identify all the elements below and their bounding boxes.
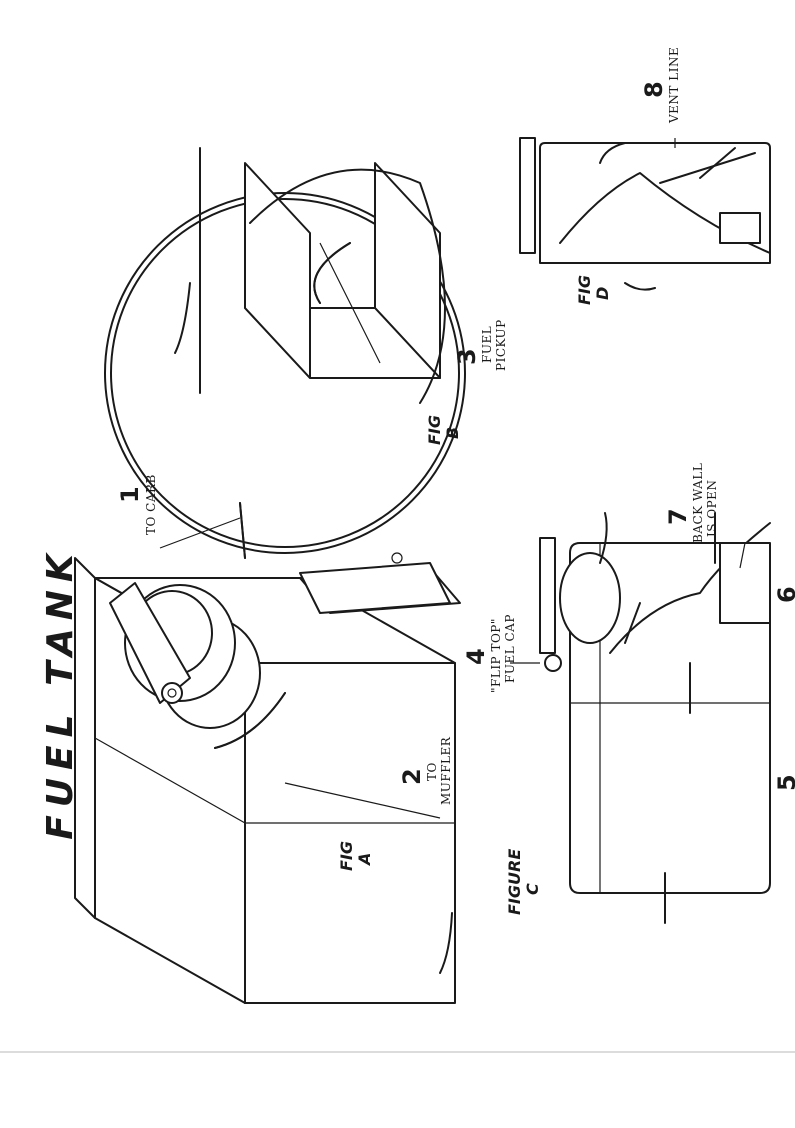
callout-5-number: 5 bbox=[773, 774, 795, 791]
figure-a-drawing bbox=[74, 502, 461, 1004]
callout-2-label-1: TO bbox=[425, 762, 439, 781]
callout-7-label-1: BACK WALL bbox=[691, 463, 705, 543]
callout-4-number: 4 bbox=[462, 648, 490, 665]
callout-7-label-2: IS OPEN bbox=[705, 480, 719, 537]
callout-2-label-2: MUFFLER bbox=[439, 736, 453, 805]
fig-d-label-2: D bbox=[593, 287, 612, 300]
fig-a-label-2: A bbox=[355, 853, 374, 867]
fig-c-label-2: C bbox=[523, 883, 542, 895]
figure-d-drawing bbox=[519, 137, 771, 291]
callout-8-label: VENT LINE bbox=[667, 47, 681, 124]
fig-c-label-1: FIGURE bbox=[505, 849, 524, 915]
fig-a-label-1: FIG bbox=[337, 841, 356, 871]
callout-7-number: 7 bbox=[664, 508, 692, 525]
figure-c-drawing bbox=[510, 512, 771, 924]
callout-4-label-1: "FLIP TOP" bbox=[489, 618, 503, 693]
callout-4-label-2: FUEL CAP bbox=[503, 614, 517, 683]
fig-b-label-2: B bbox=[443, 427, 462, 439]
callout-1-number: 1 bbox=[116, 486, 144, 503]
callout-2-number: 2 bbox=[398, 768, 426, 785]
fig-d-label-1: FIG bbox=[575, 275, 594, 305]
fig-b-label-1: FIG bbox=[425, 415, 444, 445]
rotated-sheet: FUEL TANK bbox=[40, 47, 795, 1004]
callout-3-number: 3 bbox=[453, 348, 481, 365]
callout-6-number: 6 bbox=[773, 586, 795, 603]
callout-8-number: 8 bbox=[640, 81, 668, 98]
figure-b-drawing bbox=[104, 147, 466, 554]
callout-3-label-2: PICKUP bbox=[494, 319, 508, 371]
callout-3-label-1: FUEL bbox=[480, 326, 494, 363]
